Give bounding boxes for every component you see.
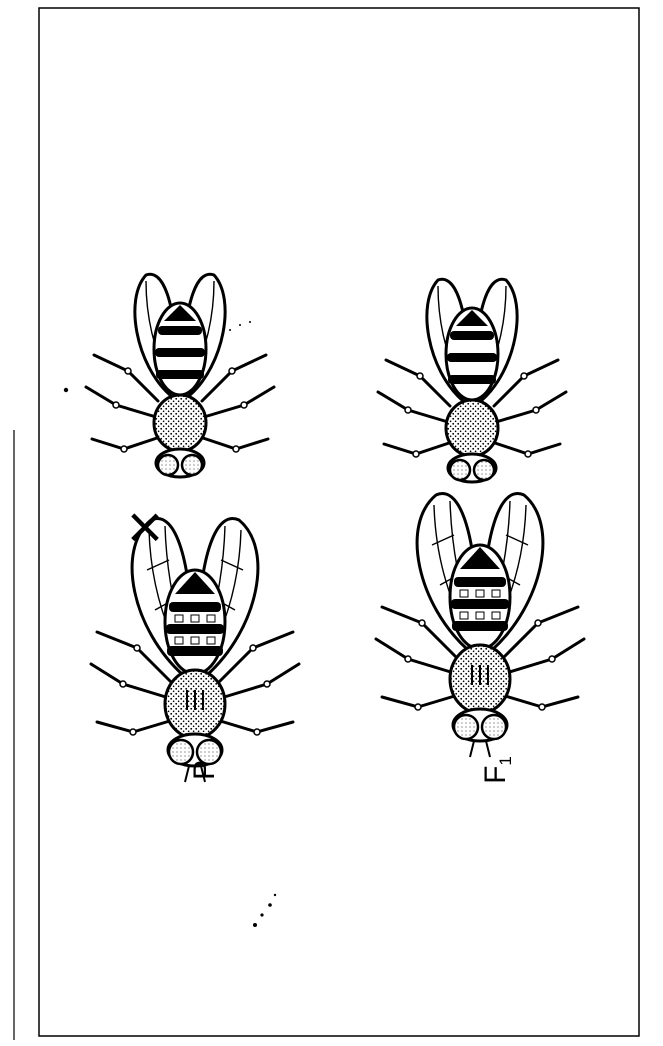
generation-label-p: P: [188, 760, 221, 780]
generation-label-f: F: [479, 766, 512, 784]
cross-symbol: ×: [127, 493, 163, 562]
generation-subscript-1: 1: [496, 756, 515, 765]
